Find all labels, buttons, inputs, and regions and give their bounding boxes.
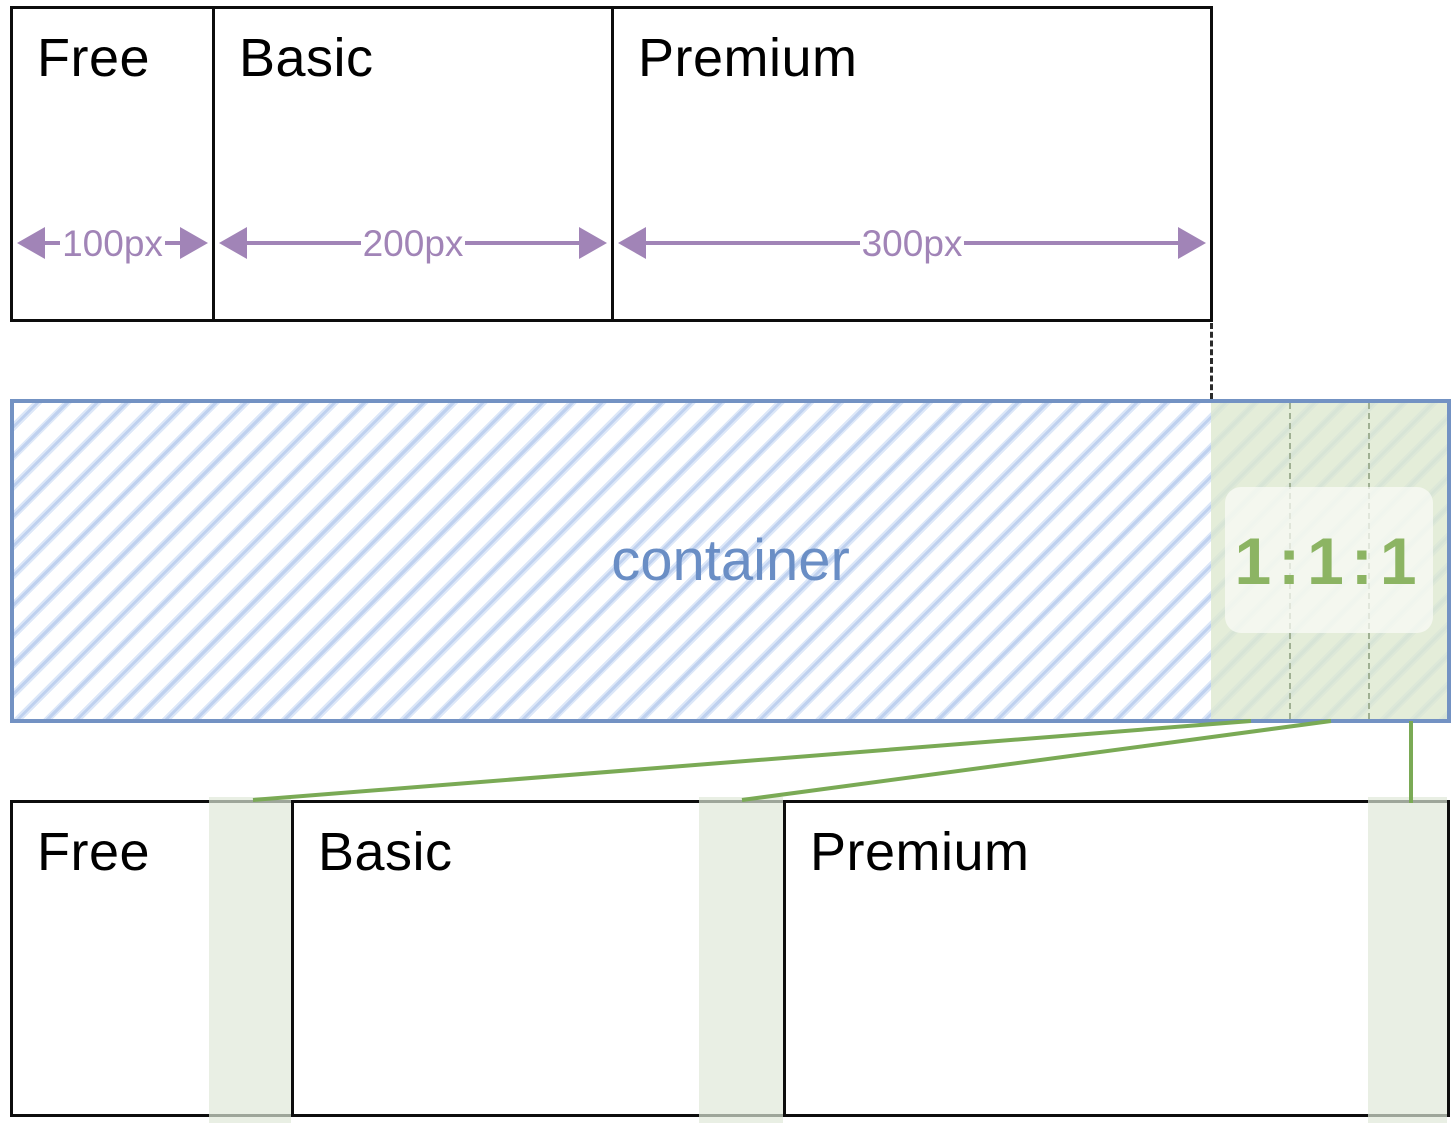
arrow-right-icon: [1178, 227, 1206, 259]
arrow-shaft: [465, 241, 579, 245]
bottom-box-basic: Basic: [291, 800, 702, 1117]
connector-line-gap2: [741, 719, 1332, 802]
leftover-space-zone: 1:1:1: [1211, 403, 1447, 719]
arrow-shaft: [164, 241, 180, 245]
bottom-box-premium: Premium: [783, 800, 1371, 1117]
top-box-basic-label: Basic: [239, 28, 374, 88]
top-box-free: Free 100px: [13, 9, 212, 319]
container-label: container: [611, 528, 850, 593]
width-arrow-basic-label: 200px: [362, 222, 464, 264]
arrow-shaft: [964, 241, 1178, 245]
bottom-box-free-label: Free: [37, 822, 151, 882]
arrow-left-icon: [219, 227, 247, 259]
top-box-premium: Premium 300px: [611, 9, 1210, 319]
space-gap-2: [699, 797, 783, 1123]
ratio-label: 1:1:1: [1234, 524, 1424, 598]
connector-line-gap1: [252, 719, 1252, 802]
arrow-left-icon: [618, 227, 646, 259]
width-arrow-basic: 200px: [219, 223, 607, 263]
space-gap-1: [209, 797, 291, 1123]
arrow-shaft: [646, 241, 860, 245]
bottom-box-premium-label: Premium: [810, 822, 1030, 882]
arrow-right-icon: [180, 227, 208, 259]
top-row-fixed-widths: Free 100px Basic 200px Premium: [10, 6, 1213, 322]
width-arrow-free-label: 100px: [62, 222, 163, 264]
top-box-basic: Basic 200px: [212, 9, 611, 319]
ratio-chip: [1225, 487, 1433, 633]
dashed-guide-line: [1210, 323, 1213, 399]
width-arrow-premium: 300px: [618, 223, 1206, 263]
arrow-left-icon: [17, 227, 45, 259]
arrow-shaft: [45, 241, 61, 245]
top-box-premium-label: Premium: [638, 28, 858, 88]
bottom-box-basic-label: Basic: [318, 822, 453, 882]
bottom-row-right-border: [1447, 800, 1450, 1117]
arrow-right-icon: [579, 227, 607, 259]
container-box: container 1:1:1: [10, 399, 1451, 723]
arrow-shaft: [247, 241, 361, 245]
space-gap-3: [1368, 797, 1447, 1123]
top-box-free-label: Free: [37, 28, 151, 88]
width-arrow-premium-label: 300px: [861, 222, 963, 264]
bottom-box-free: Free: [10, 800, 212, 1117]
bottom-row-result: Free Basic Premium: [10, 797, 1450, 1123]
width-arrow-free: 100px: [17, 223, 208, 263]
